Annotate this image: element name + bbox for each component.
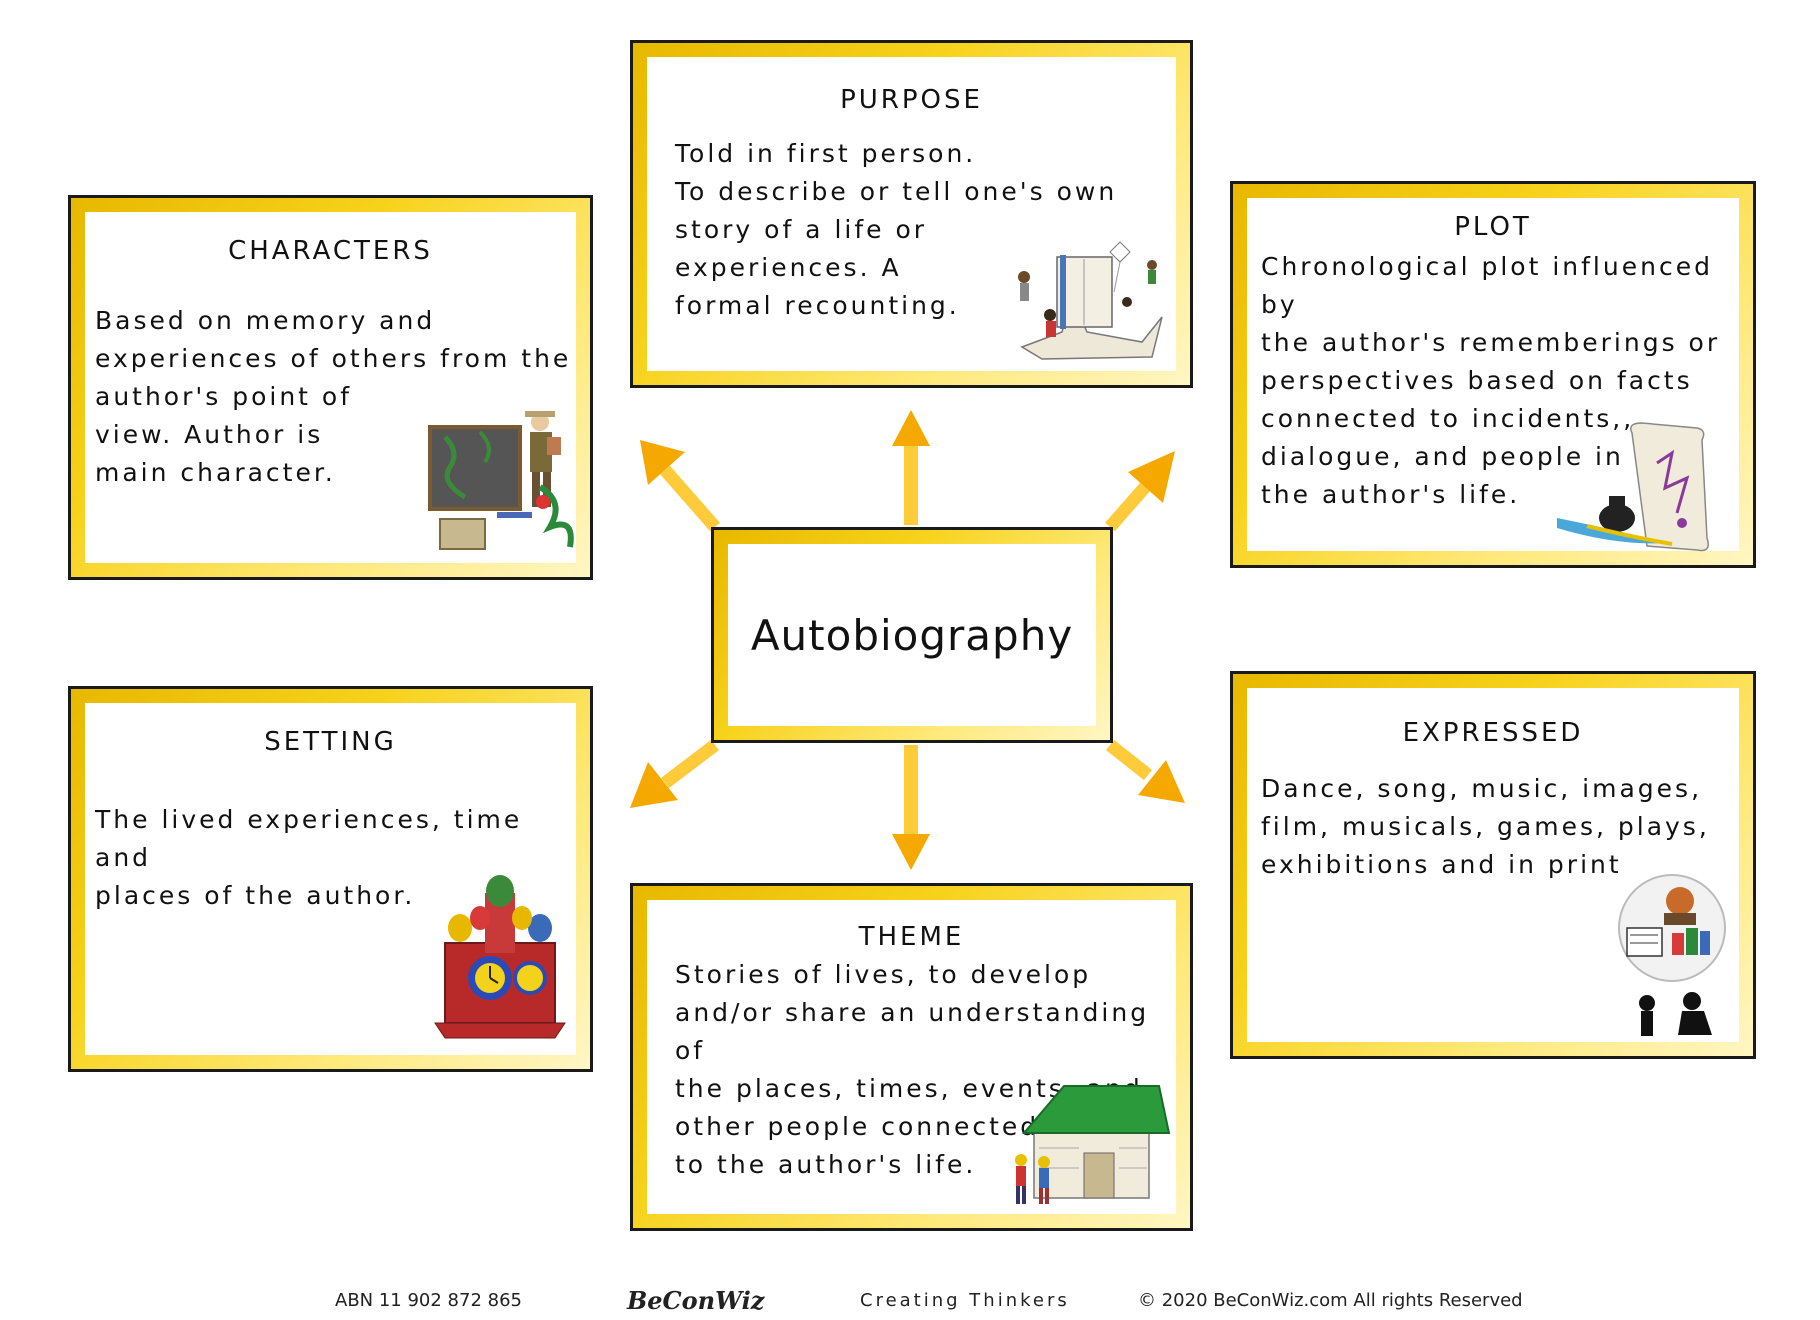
center-card-inner: Autobiography	[728, 544, 1096, 726]
arrow-down-right	[1105, 739, 1185, 803]
card-characters-inner: CHARACTERS Based on memory and experienc…	[85, 212, 576, 563]
cathedral-clock-illustration	[434, 875, 566, 1039]
card-theme-inner: THEME Stories of lives, to develop and/o…	[647, 900, 1176, 1214]
children-book-illustration	[1018, 241, 1163, 360]
arrow-up	[892, 410, 930, 525]
card-expressed: EXPRESSED Dance, song, music, images, fi…	[1230, 671, 1756, 1059]
card-plot-body: Chronological plot influenced by the aut…	[1261, 252, 1721, 509]
card-plot-title: PLOT	[1454, 212, 1532, 242]
card-setting-body: The lived experiences, time and places o…	[95, 805, 523, 910]
card-setting: SETTING The lived experiences, time and …	[68, 686, 593, 1072]
performing-arts-illustration	[1618, 874, 1726, 1036]
teacher-chalkboard-illustration	[428, 411, 574, 550]
house-children-illustration	[1015, 1085, 1171, 1204]
card-setting-inner: SETTING The lived experiences, time and …	[85, 703, 576, 1055]
card-theme-body: Stories of lives, to develop and/or shar…	[675, 960, 1150, 1179]
center-title: Autobiography	[750, 610, 1074, 660]
footer-abn: ABN 11 902 872 865	[335, 1290, 522, 1311]
card-purpose-body: Told in first person. To describe or tel…	[675, 139, 1118, 320]
footer-tagline: Creating Thinkers	[860, 1290, 1070, 1311]
card-characters-title: CHARACTERS	[228, 236, 433, 266]
card-characters-body: Based on memory and experiences of other…	[95, 306, 572, 487]
arrow-down-left	[630, 739, 719, 808]
center-card: Autobiography	[711, 527, 1113, 743]
card-characters: CHARACTERS Based on memory and experienc…	[68, 195, 593, 580]
card-plot-inner: PLOT Chronological plot influenced by th…	[1247, 198, 1739, 552]
footer-logo: BeConWiz	[627, 1286, 765, 1315]
card-expressed-title: EXPRESSED	[1402, 718, 1584, 748]
card-expressed-inner: EXPRESSED Dance, song, music, images, fi…	[1247, 688, 1739, 1042]
card-purpose-title: PURPOSE	[840, 85, 983, 115]
scroll-quill-illustration	[1557, 422, 1709, 552]
arrow-up-left	[640, 440, 720, 532]
arrow-down	[892, 745, 930, 870]
card-purpose-inner: PURPOSE Told in first person. To describ…	[647, 57, 1176, 371]
card-theme: THEME Stories of lives, to develop and/o…	[630, 883, 1193, 1231]
card-purpose: PURPOSE Told in first person. To describ…	[630, 40, 1193, 388]
card-theme-title: THEME	[858, 922, 965, 952]
card-plot: PLOT Chronological plot influenced by th…	[1230, 181, 1756, 568]
card-setting-title: SETTING	[264, 727, 397, 757]
footer-copyright: © 2020 BeConWiz.com All rights Reserved	[1138, 1290, 1523, 1311]
card-expressed-body: Dance, song, music, images, film, musica…	[1261, 774, 1710, 879]
arrow-up-right	[1105, 451, 1175, 532]
